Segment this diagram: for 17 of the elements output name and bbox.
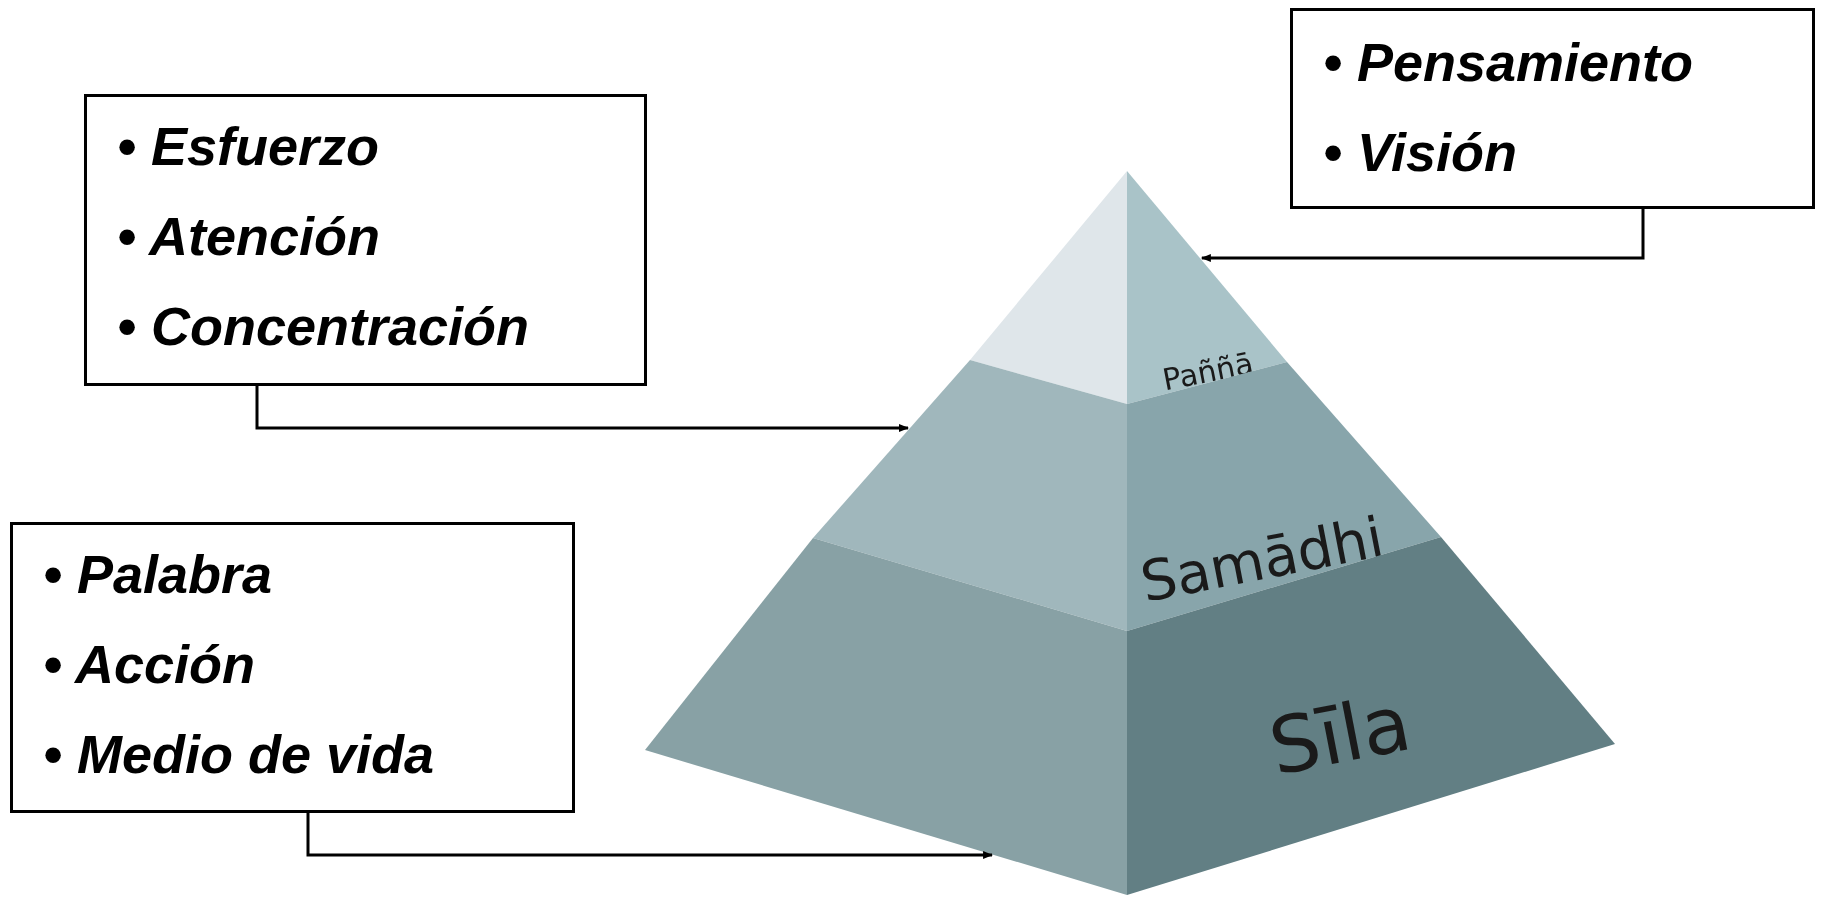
list-item: • Palabra: [43, 543, 274, 606]
text-box: [1290, 8, 1815, 209]
list-item: • Visión: [1323, 121, 1518, 184]
tier-label: Samādhi: [1136, 509, 1388, 611]
arrow: [1200, 209, 1645, 262]
arrow: [255, 386, 909, 432]
tier-label: Sīla: [1263, 683, 1417, 787]
list-item: • Esfuerzo: [117, 115, 380, 178]
text-box: [84, 94, 647, 386]
list-item: • Concentración: [117, 295, 530, 358]
list-item: • Medio de vida: [43, 723, 435, 786]
text-box: [10, 522, 575, 813]
list-item: • Pensamiento: [1323, 31, 1694, 94]
tier-label: Paññā: [1160, 348, 1256, 396]
arrow: [306, 813, 994, 859]
list-item: • Atención: [117, 205, 381, 268]
list-item: • Acción: [43, 633, 256, 696]
